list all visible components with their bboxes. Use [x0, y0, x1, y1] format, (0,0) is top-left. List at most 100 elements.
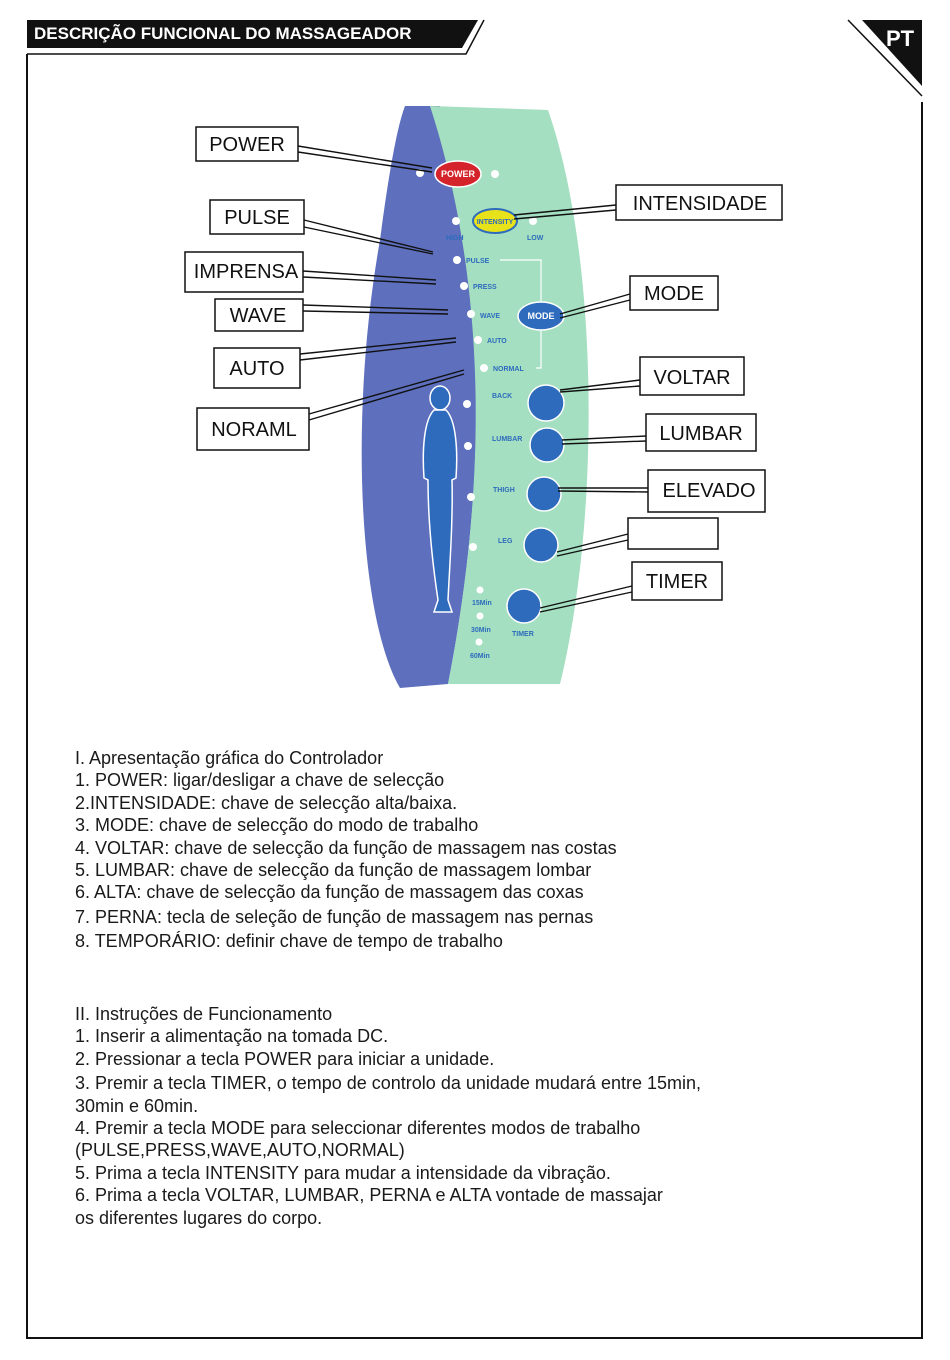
- pulse-indicator-led: [453, 256, 461, 264]
- list-item: 6. ALTA: chave de selecção da função de …: [75, 882, 584, 903]
- lumbar-button[interactable]: [529, 427, 565, 463]
- back-button[interactable]: [527, 384, 565, 422]
- list-item: 3. Premir a tecla TIMER, o tempo de cont…: [75, 1073, 701, 1094]
- low-indicator-led: [529, 217, 537, 225]
- callout-pulse-label: PULSE: [224, 207, 290, 229]
- leg-button[interactable]: [523, 527, 559, 563]
- thigh-button[interactable]: [526, 476, 562, 512]
- auto-indicator-led: [474, 336, 482, 344]
- callout-intensidade: [615, 184, 783, 221]
- callout-voltar: [639, 356, 745, 396]
- callout-noraml-label: NORAML: [211, 419, 297, 441]
- list-item: 1. Inserir a alimentação na tomada DC.: [75, 1026, 389, 1047]
- callout-voltar-label: VOLTAR: [653, 367, 730, 389]
- list-item: 4. VOLTAR: chave de selecção da função d…: [75, 837, 617, 858]
- callout-timer-label: TIMER: [646, 571, 708, 593]
- callout-imprensa: [184, 251, 304, 293]
- list-item: 6. Prima a tecla VOLTAR, LUMBAR, PERNA e…: [75, 1185, 663, 1206]
- callout-intensidade-label: INTENSIDADE: [633, 193, 767, 215]
- section-title: I. Apresentação gráfica do Controlador: [75, 748, 384, 768]
- lumbar-indicator-led: [464, 442, 472, 450]
- callouts-layer: POWER PULSE IMPRENSA WAVE AUTO NORAML IN…: [184, 126, 783, 613]
- human-figure-icon: [422, 385, 458, 613]
- callout-lumbar-label: LUMBAR: [659, 423, 742, 445]
- header-title: DESCRIÇÃO FUNCIONAL DO MASSAGEADOR: [34, 23, 411, 43]
- power-button[interactable]: [434, 160, 482, 188]
- 60min-label: 60Min: [470, 653, 490, 660]
- back-label: BACK: [492, 393, 512, 400]
- callout-elevado-label: ELEVADO: [663, 480, 756, 502]
- list-item: 30min e 60min.: [75, 1095, 199, 1116]
- leader-line: [302, 270, 437, 285]
- callout-timer: [631, 561, 723, 601]
- 15min-label: 15Min: [472, 600, 492, 607]
- section-operating-instructions: II. Instruções de Funcionamento 1. Inser…: [75, 1003, 701, 1229]
- 60min-indicator-led: [475, 638, 483, 646]
- leader-line: [299, 337, 457, 361]
- lumbar-label: LUMBAR: [492, 436, 522, 443]
- high-label: HIGH: [446, 235, 464, 242]
- timer-label: TIMER: [512, 631, 534, 638]
- list-item: 2.INTENSIDADE: chave de selecção alta/ba…: [75, 792, 458, 813]
- language-tab: PT: [847, 19, 923, 97]
- language-tab-label: PT: [886, 26, 915, 51]
- list-item: 1. POWER: ligar/desligar a chave de sele…: [75, 770, 445, 791]
- low-label: LOW: [527, 235, 544, 242]
- press-indicator-led: [460, 282, 468, 290]
- leader-line: [561, 435, 647, 445]
- normal-mode-label: NORMAL: [493, 366, 524, 373]
- callout-noraml: [196, 407, 310, 451]
- leader-line: [297, 145, 433, 173]
- pulse-mode-label: PULSE: [466, 258, 490, 265]
- leader-line: [513, 204, 617, 220]
- timer-button[interactable]: [506, 588, 542, 624]
- leader-line: [556, 533, 629, 557]
- callout-wave-label: WAVE: [230, 305, 287, 327]
- leader-line: [539, 585, 633, 613]
- page-frame: [26, 54, 923, 1339]
- leader-line: [557, 487, 649, 493]
- controller-illustration: POWER INTENSITY HIGH LOW PULSE PRESS WAV…: [361, 106, 589, 688]
- power-button-label: POWER: [441, 169, 476, 179]
- section-title: II. Instruções de Funcionamento: [75, 1004, 333, 1024]
- 15min-indicator-led: [476, 586, 484, 594]
- leader-line: [559, 379, 641, 393]
- callout-imprensa-label: IMPRENSA: [194, 261, 299, 283]
- callout-mode: [629, 275, 719, 311]
- section-controller-overview: I. Apresentação gráfica do Controlador 1…: [75, 747, 617, 953]
- thigh-label: THIGH: [493, 487, 515, 494]
- callout-blank: [627, 517, 719, 550]
- leader-line: [303, 219, 434, 255]
- back-indicator-led: [463, 400, 471, 408]
- mode-button-label: MODE: [528, 311, 555, 321]
- callout-pulse: [209, 199, 305, 235]
- mode-button[interactable]: [517, 301, 565, 331]
- high-indicator-led: [452, 217, 460, 225]
- callout-power: [195, 126, 299, 162]
- intensity-button-label: INTENSITY: [477, 219, 514, 226]
- list-item: os diferentes lugares do corpo.: [75, 1207, 323, 1228]
- wave-mode-label: WAVE: [480, 313, 500, 320]
- callout-auto-label: AUTO: [229, 358, 284, 380]
- callout-lumbar: [645, 413, 757, 452]
- leader-line: [559, 293, 631, 319]
- leader-line: [302, 304, 449, 315]
- wave-indicator-led: [467, 310, 475, 318]
- leg-indicator-led: [469, 543, 477, 551]
- normal-indicator-led: [480, 364, 488, 372]
- 30min-label: 30Min: [471, 627, 491, 634]
- press-mode-label: PRESS: [473, 284, 497, 291]
- power-indicator-led: [491, 170, 499, 178]
- leader-line: [308, 369, 465, 421]
- list-item: 4. Premir a tecla MODE para seleccionar …: [75, 1118, 641, 1139]
- leg-label: LEG: [498, 538, 513, 545]
- callout-wave: [214, 298, 304, 332]
- callout-power-label: POWER: [209, 134, 285, 156]
- list-item: 7. PERNA: tecla de seleção de função de …: [75, 906, 594, 927]
- list-item: 5. Prima a tecla INTENSITY para mudar a …: [75, 1162, 611, 1183]
- intensity-button[interactable]: [472, 208, 518, 234]
- callout-auto: [213, 347, 301, 389]
- callout-elevado: [647, 469, 766, 513]
- thigh-indicator-led: [467, 493, 475, 501]
